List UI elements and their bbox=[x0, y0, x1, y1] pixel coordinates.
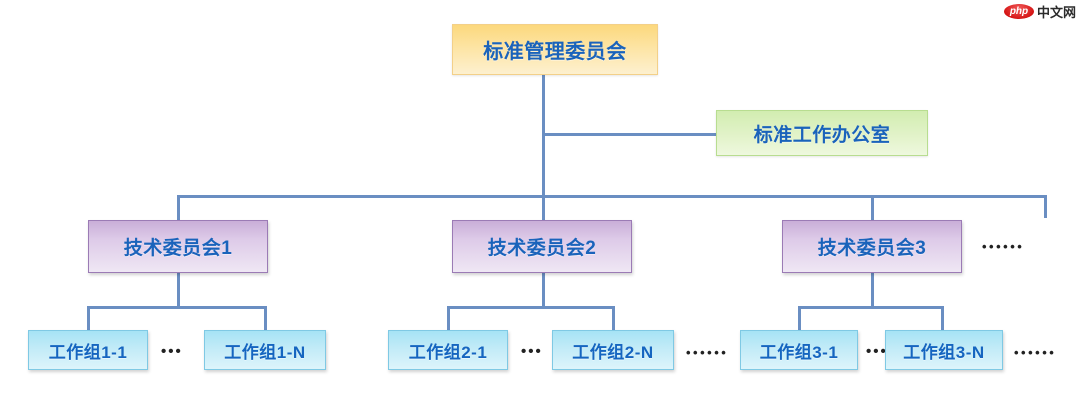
connector-drop-wg-3-N bbox=[941, 306, 944, 330]
node-technical-committee-3[interactable]: 技术委员会3 bbox=[782, 220, 962, 273]
ellipsis-working-group-3-overflow: •••••• bbox=[1014, 344, 1057, 360]
node-technical-committee-1[interactable]: 技术委员会1 bbox=[88, 220, 268, 273]
connector-drop-wg-1-1 bbox=[87, 306, 90, 330]
connector-bar-committee-1 bbox=[87, 306, 267, 309]
connector-stem-committee-3 bbox=[871, 273, 874, 308]
ellipsis-working-group-3: ••• bbox=[866, 342, 888, 360]
node-working-group-1-N[interactable]: 工作组1-N bbox=[204, 330, 326, 370]
node-technical-committee-2[interactable]: 技术委员会2 bbox=[452, 220, 632, 273]
connector-distribution-bar bbox=[177, 195, 1047, 198]
php-logo-icon: php bbox=[1003, 4, 1034, 19]
ellipsis-working-group-2: ••• bbox=[521, 342, 543, 360]
watermark-text: 中文网 bbox=[1036, 5, 1076, 20]
node-standards-management-committee[interactable]: 标准管理委员会 bbox=[452, 24, 658, 75]
connector-trunk-vertical bbox=[542, 75, 545, 197]
connector-drop-committee-2 bbox=[542, 195, 545, 220]
node-working-group-1-1[interactable]: 工作组1-1 bbox=[28, 330, 148, 370]
node-working-group-2-N[interactable]: 工作组2-N bbox=[552, 330, 674, 370]
ellipsis-working-group-2-overflow: •••••• bbox=[686, 344, 729, 360]
connector-office-horizontal bbox=[542, 133, 716, 136]
connector-drop-wg-3-1 bbox=[798, 306, 801, 330]
ellipsis-working-group-1: ••• bbox=[161, 342, 183, 360]
node-working-group-2-1[interactable]: 工作组2-1 bbox=[388, 330, 508, 370]
connector-drop-wg-2-N bbox=[612, 306, 615, 330]
connector-drop-committee-1 bbox=[177, 195, 180, 220]
connector-drop-wg-1-N bbox=[264, 306, 267, 330]
connector-drop-wg-2-1 bbox=[447, 306, 450, 330]
ellipsis-committee-overflow: •••••• bbox=[982, 238, 1025, 254]
node-working-group-3-1[interactable]: 工作组3-1 bbox=[740, 330, 858, 370]
node-working-group-3-N[interactable]: 工作组3-N bbox=[885, 330, 1003, 370]
connector-bar-committee-3 bbox=[798, 306, 944, 309]
connector-stem-committee-2 bbox=[542, 273, 545, 308]
watermark: php 中文网 bbox=[1003, 2, 1076, 21]
connector-stem-committee-1 bbox=[177, 273, 180, 308]
node-standards-work-office[interactable]: 标准工作办公室 bbox=[716, 110, 928, 156]
connector-drop-committee-overflow bbox=[1044, 195, 1047, 218]
connector-drop-committee-3 bbox=[871, 195, 874, 220]
connector-bar-committee-2 bbox=[447, 306, 615, 309]
